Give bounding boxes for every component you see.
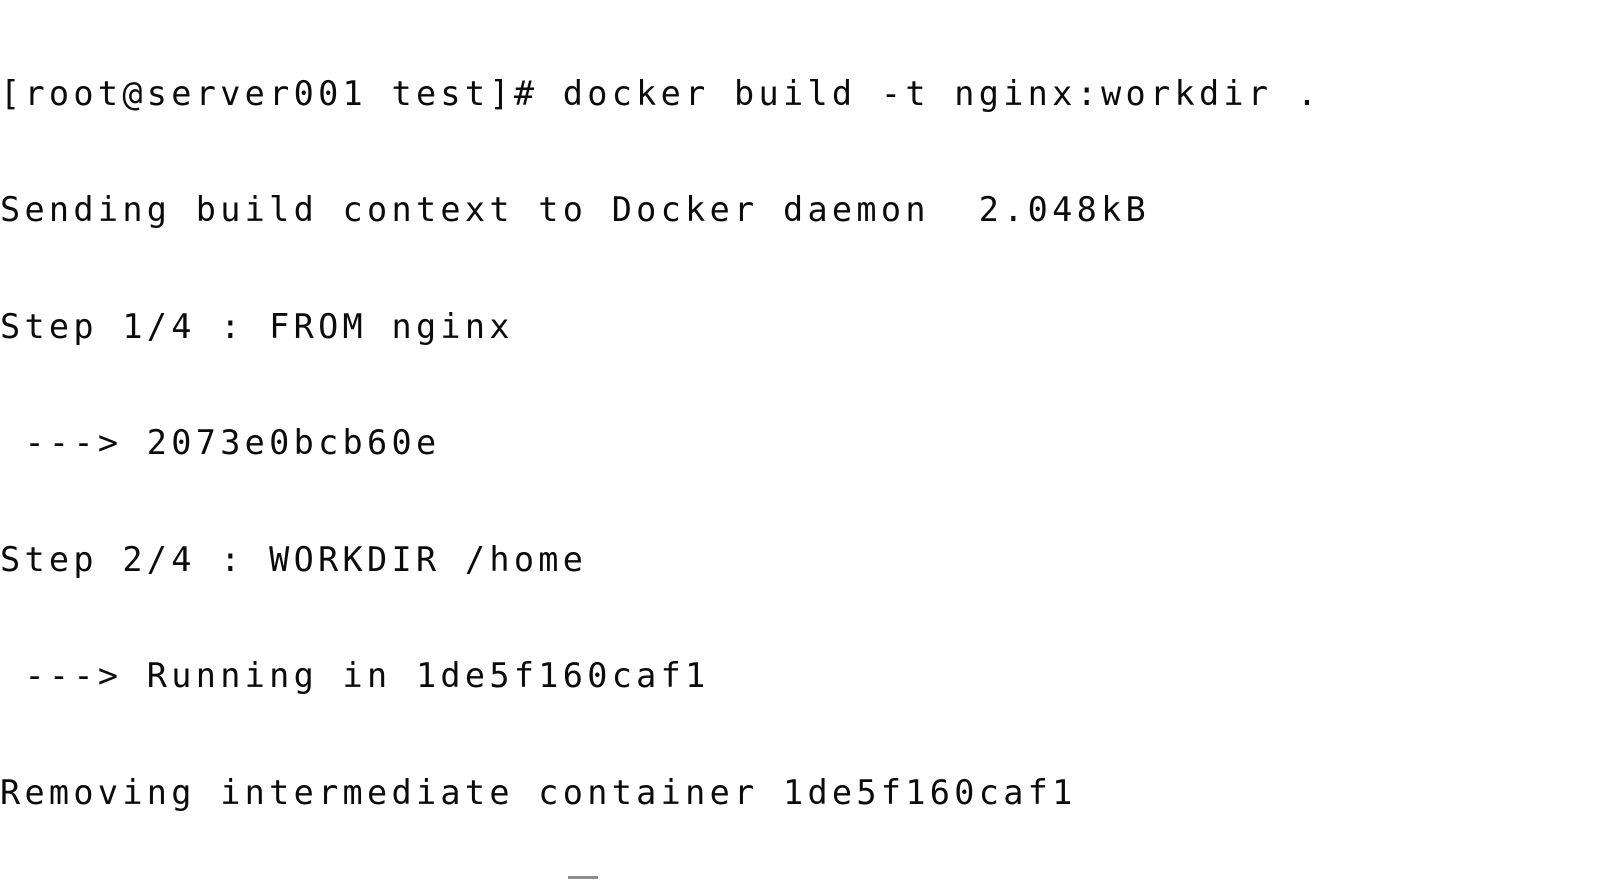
terminal-cursor [568, 876, 598, 879]
terminal-line: ---> Running in 1de5f160caf1 [0, 656, 710, 696]
terminal-line: Step 2/4 : WORKDIR /home [0, 539, 588, 579]
terminal-line: Step 1/4 : FROM nginx [0, 306, 514, 346]
terminal-line: [root@server001 test]# docker build -t n… [0, 73, 1322, 113]
terminal-line: ---> 2073e0bcb60e [0, 423, 441, 463]
terminal-line: Sending build context to Docker daemon 2… [0, 190, 1151, 230]
terminal-line: Removing intermediate container 1de5f160… [0, 772, 1077, 812]
